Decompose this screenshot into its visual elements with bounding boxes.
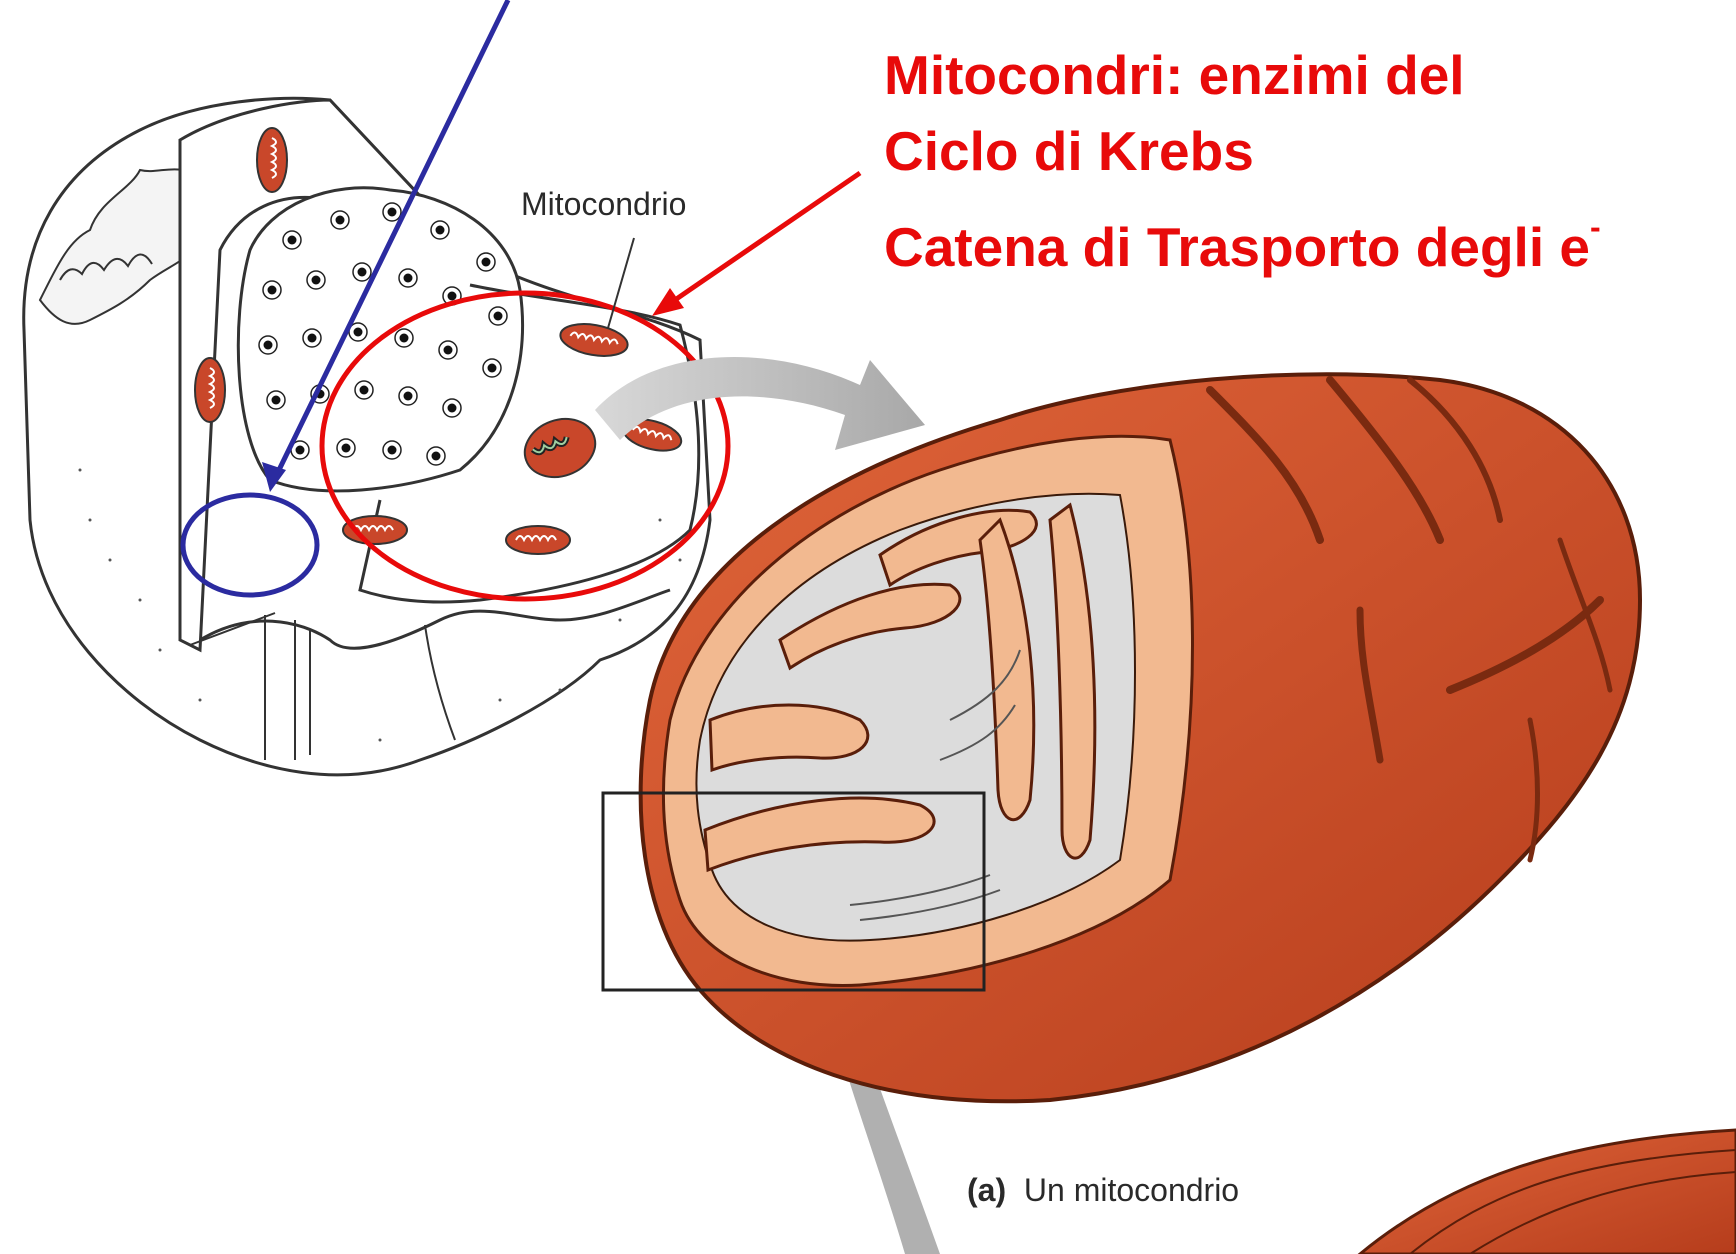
- nuclear-pore-core: [488, 364, 497, 373]
- nuclear-pore-core: [494, 312, 503, 321]
- large-mitochondrion: [603, 374, 1640, 1101]
- nuclear-pore-core: [288, 236, 297, 245]
- electron-superscript: -: [1590, 209, 1601, 245]
- nuclear-pore-core: [354, 328, 363, 337]
- nuclear-pore-core: [388, 446, 397, 455]
- nuclear-pore-core: [448, 404, 457, 413]
- red-callout-arrow: [672, 173, 860, 302]
- nuclear-pore-core: [400, 334, 409, 343]
- callout-line-2: Ciclo di Krebs: [884, 118, 1254, 184]
- nuclear-pore-core: [272, 396, 281, 405]
- nuclear-pore-core: [358, 268, 367, 277]
- red-arrowhead-icon: [652, 288, 684, 316]
- nuclear-pore-core: [342, 444, 351, 453]
- nuclear-pore-core: [268, 286, 277, 295]
- caption-letter: (a): [967, 1172, 1006, 1208]
- callout-line-3: Catena di Trasporto degli e-: [884, 194, 1601, 280]
- callout-line-3-text: Catena di Trasporto degli e: [884, 216, 1590, 278]
- nuclear-pore-core: [296, 446, 305, 455]
- nuclear-pore-core: [436, 226, 445, 235]
- nuclear-pore-core: [448, 292, 457, 301]
- nuclear-pore-core: [404, 274, 413, 283]
- figure-caption: (a) Un mitocondrio: [967, 1172, 1239, 1209]
- nuclear-pore-core: [308, 334, 317, 343]
- nuclear-pore-core: [264, 341, 273, 350]
- mitocondrio-label: Mitocondrio: [521, 186, 686, 223]
- nuclear-pore-core: [336, 216, 345, 225]
- callout-line-1: Mitocondri: enzimi del: [884, 42, 1465, 108]
- nuclear-pore-core: [482, 258, 491, 267]
- nuclear-pore-core: [312, 276, 321, 285]
- nuclear-pore-core: [360, 386, 369, 395]
- nuclear-pore-core: [388, 208, 397, 217]
- nuclear-pore-core: [444, 346, 453, 355]
- membrane-detail-corner: [1360, 1130, 1736, 1254]
- caption-text: Un mitocondrio: [1024, 1172, 1239, 1208]
- nuclear-pore-core: [432, 452, 441, 461]
- nuclear-pore-core: [404, 392, 413, 401]
